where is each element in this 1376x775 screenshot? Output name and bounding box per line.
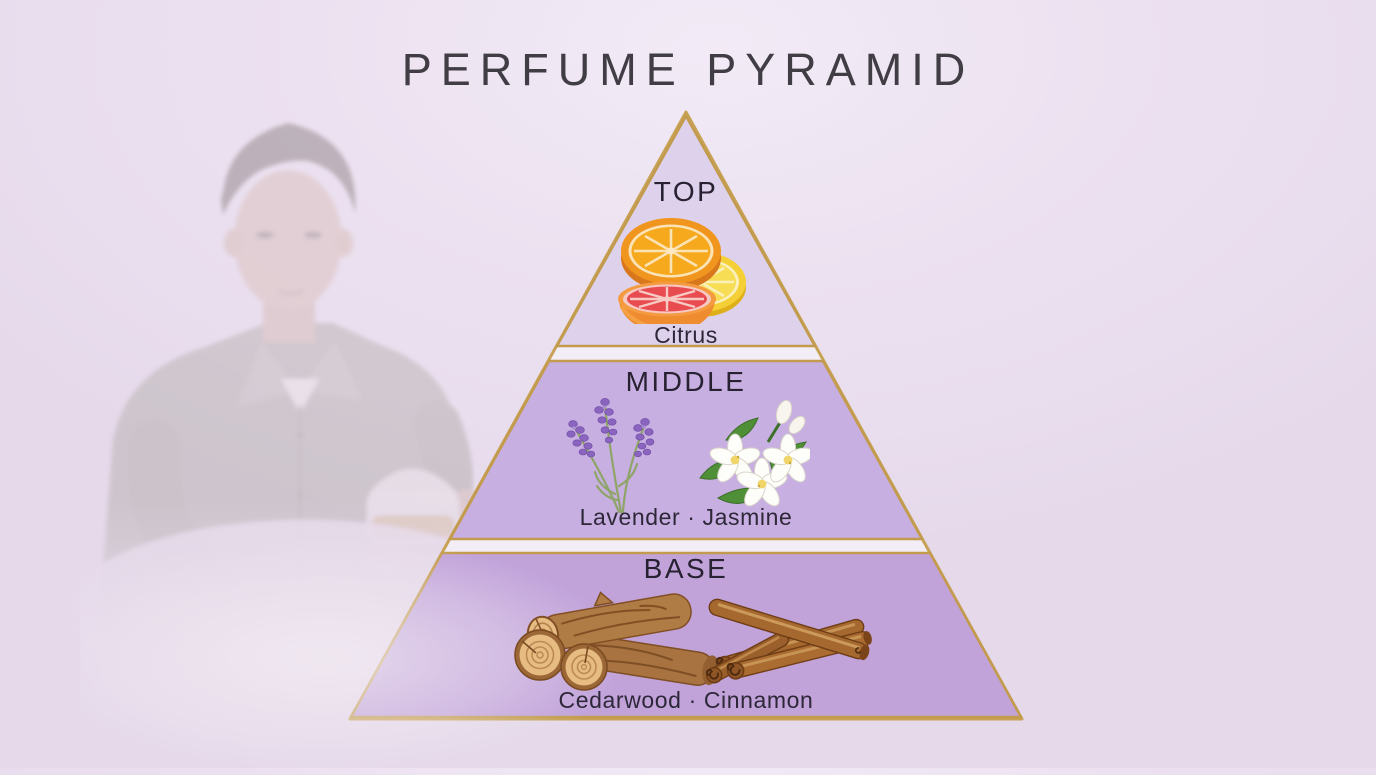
citrus-slices-icon (618, 218, 746, 324)
cinnamon-sticks-icon (705, 598, 872, 684)
tier-base-notes: Cedarwood · Cinnamon (558, 687, 814, 713)
orange-slice-icon (621, 218, 721, 291)
tier-top-notes: Citrus (654, 322, 718, 348)
tier-middle-label: MIDDLE (625, 366, 747, 397)
tier-top-label: TOP (653, 176, 719, 207)
jasmine-flower-icon (699, 399, 810, 507)
tier-middle-notes: Lavender · Jasmine (579, 504, 793, 530)
jasmine-blossoms (709, 433, 810, 507)
lavender-sprig-icon (566, 398, 655, 514)
page-title: PERFUME PYRAMID (401, 44, 975, 95)
grapefruit-half-icon (618, 281, 716, 324)
tier-base-label: BASE (643, 553, 729, 584)
cedarwood-logs-icon (514, 591, 719, 691)
tier-middle-shape (448, 359, 924, 541)
